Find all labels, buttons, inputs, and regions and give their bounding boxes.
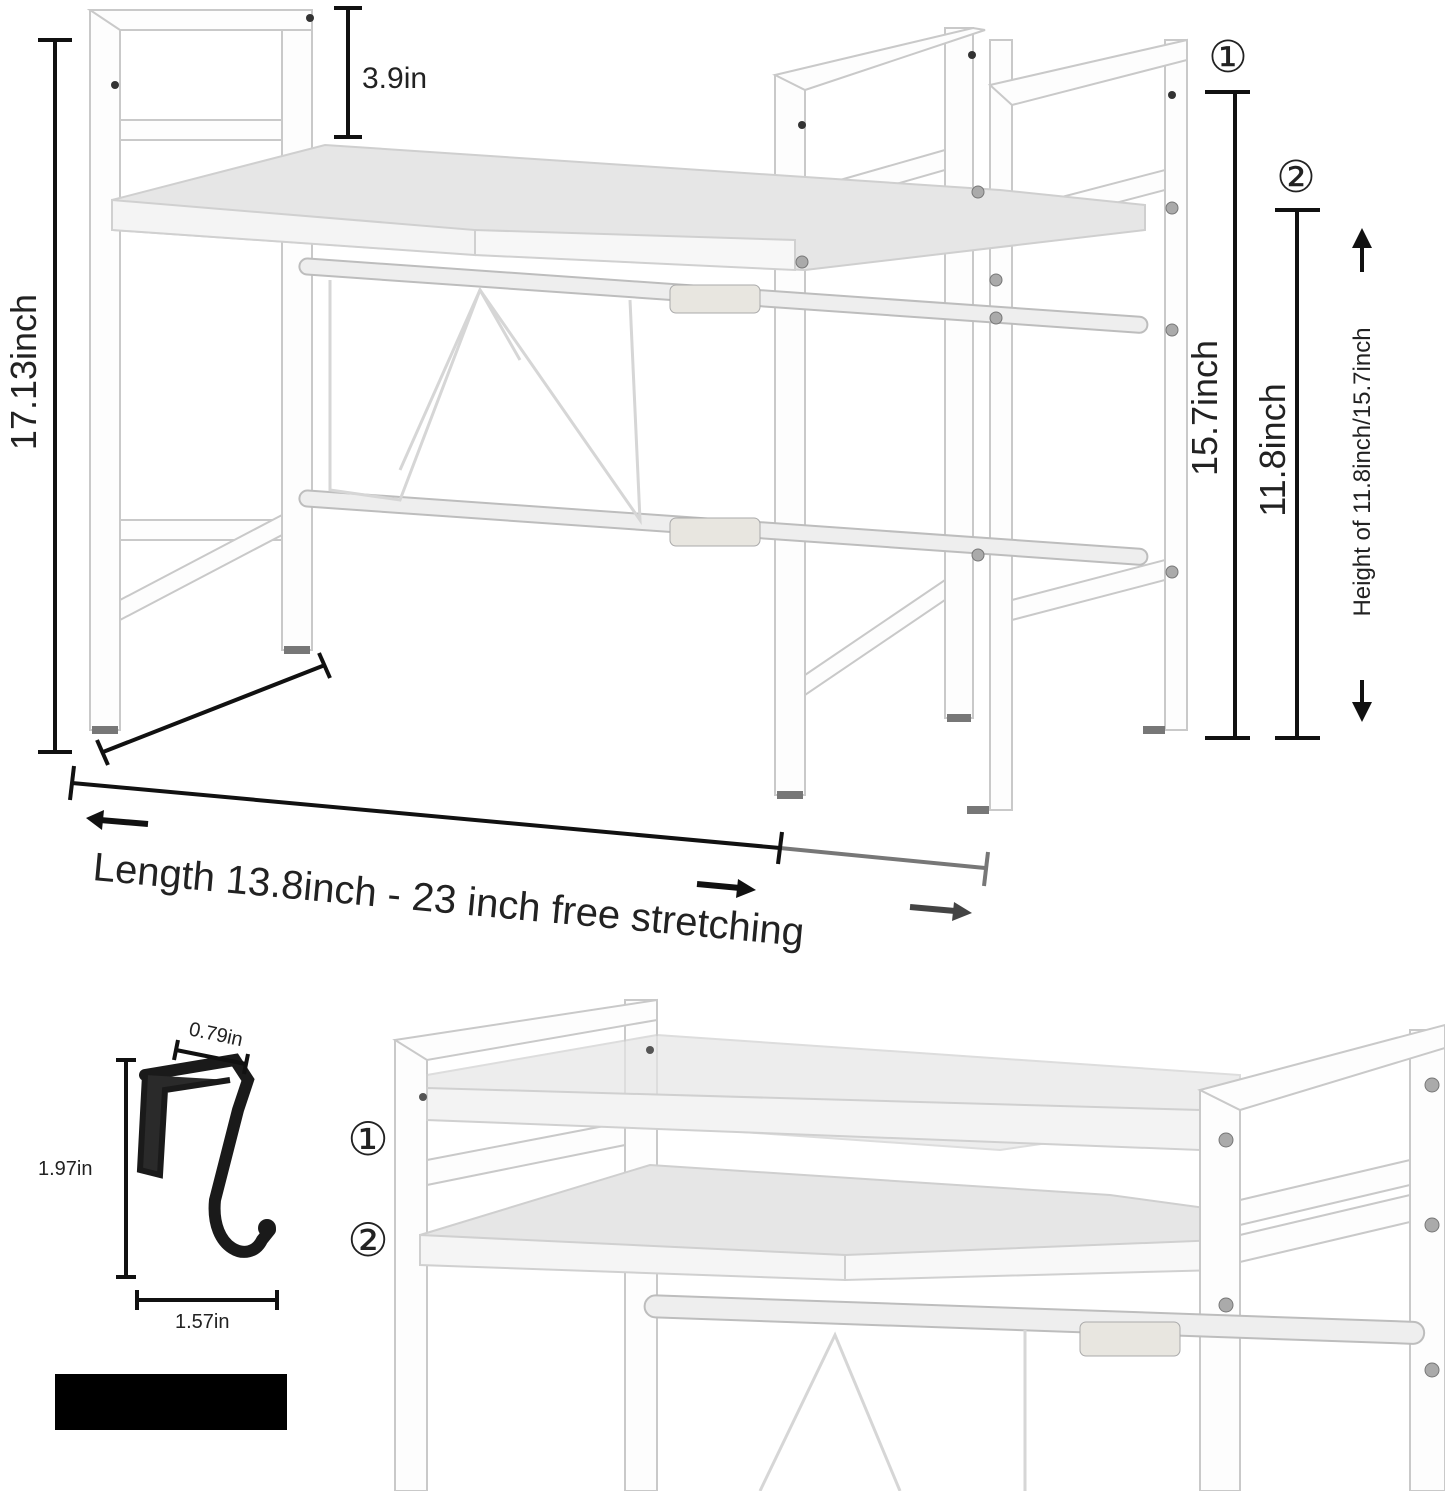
color-swatch [55,1374,287,1430]
arrow-right-icon [736,879,756,898]
bottom-marker-2: ② [347,1214,388,1266]
marker-1: ① [1208,33,1247,82]
bottom-marker-1: ① [347,1113,388,1165]
arrow-right-icon [952,902,972,921]
height-note-label: Height of 11.8inch/15.7inch [1349,327,1376,616]
two-tier-rack-illustration [392,998,1445,1491]
marker-2: ② [1276,153,1315,202]
hook-width-bottom-label: 1.57in [175,1311,230,1333]
top-guard-dimension: 3.9in [334,6,427,139]
height-2-label: 11.8inch [1252,383,1293,516]
length-note-label: Length 13.8inch - 23 inch free stretchin… [91,845,806,955]
total-height-dimension: 17.13inch [3,38,72,754]
height-1-label: 15.7inch [1184,340,1225,476]
arrow-up-icon [1352,228,1372,248]
arrow-down-icon [1352,702,1372,722]
hook-width-top-label: 0.79in [187,1018,245,1051]
height-2-dimension: ② 11.8inch [1252,153,1320,740]
length-dimension: Length 13.8inch - 23 inch free stretchin… [68,765,990,955]
arrow-left-icon [86,810,104,830]
top-guard-label: 3.9in [362,62,427,95]
height-adjust-note: Height of 11.8inch/15.7inch [1349,228,1376,722]
total-height-label: 17.13inch [3,294,44,450]
height-1-dimension: ① 15.7inch [1184,33,1250,740]
hook-illustration: 1.97in 1.57in 0.79in [38,1018,279,1333]
depth-dimension [95,652,332,766]
hook-height-label: 1.97in [38,1158,93,1180]
expandable-rack-illustration [86,9,1188,814]
